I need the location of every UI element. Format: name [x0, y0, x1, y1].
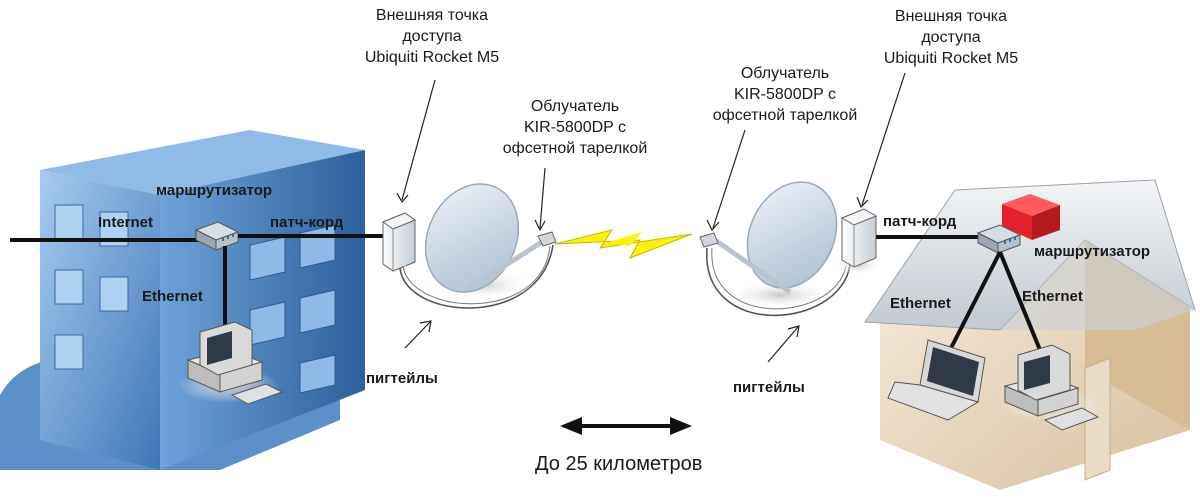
right-router-icon [976, 224, 1022, 254]
distance-label: До 25 километров [535, 453, 703, 475]
left-patch-cord-label: патч-корд [270, 214, 344, 231]
right-patch-cord-label: патч-корд [883, 213, 957, 230]
left-pigtail-cable-2 [404, 245, 549, 300]
right-ethernet-label-1: Ethernet [890, 295, 951, 312]
right-ethernet-line-2 [998, 251, 1042, 351]
right-feed-label: Облучатель KIR-5800DP с офсетной тарелко… [712, 65, 858, 124]
right-computer-icon [1000, 344, 1100, 431]
left-router-label: маршрутизатор [156, 182, 273, 199]
right-ethernet-label-2: Ethernet [1022, 288, 1083, 305]
right-ethernet-line-1 [948, 251, 1002, 351]
right-ap-label: Внешняя точка доступа Ubiquiti Rocket M5 [883, 8, 1019, 67]
right-pigtails-label: пигтейлы [733, 379, 805, 396]
laptop-icon [887, 339, 986, 421]
left-feed-label: Облучатель KIR-5800DP с офсетной тарелко… [502, 98, 648, 157]
right-router-label: маршрутизатор [1034, 243, 1151, 260]
right-dish-icon [699, 181, 838, 309]
left-router-icon [194, 221, 240, 251]
chimney [1002, 194, 1060, 240]
distance-arrow-icon [560, 417, 692, 435]
right-access-point-icon [834, 208, 882, 275]
left-access-point-icon [374, 212, 422, 272]
left-ethernet-label: Ethernet [142, 288, 203, 305]
pointer-arrows [396, 72, 906, 363]
internet-label: Internet [98, 214, 154, 231]
left-pigtail-cable-1 [399, 244, 554, 309]
left-dish-icon [424, 183, 557, 299]
left-computer-icon [178, 321, 284, 405]
right-pigtail-cable-1 [706, 247, 851, 317]
left-pigtails-label: пигтейлы [366, 370, 438, 387]
left-ap-label: Внешняя точка доступа Ubiquiti Rocket M5 [364, 7, 500, 66]
